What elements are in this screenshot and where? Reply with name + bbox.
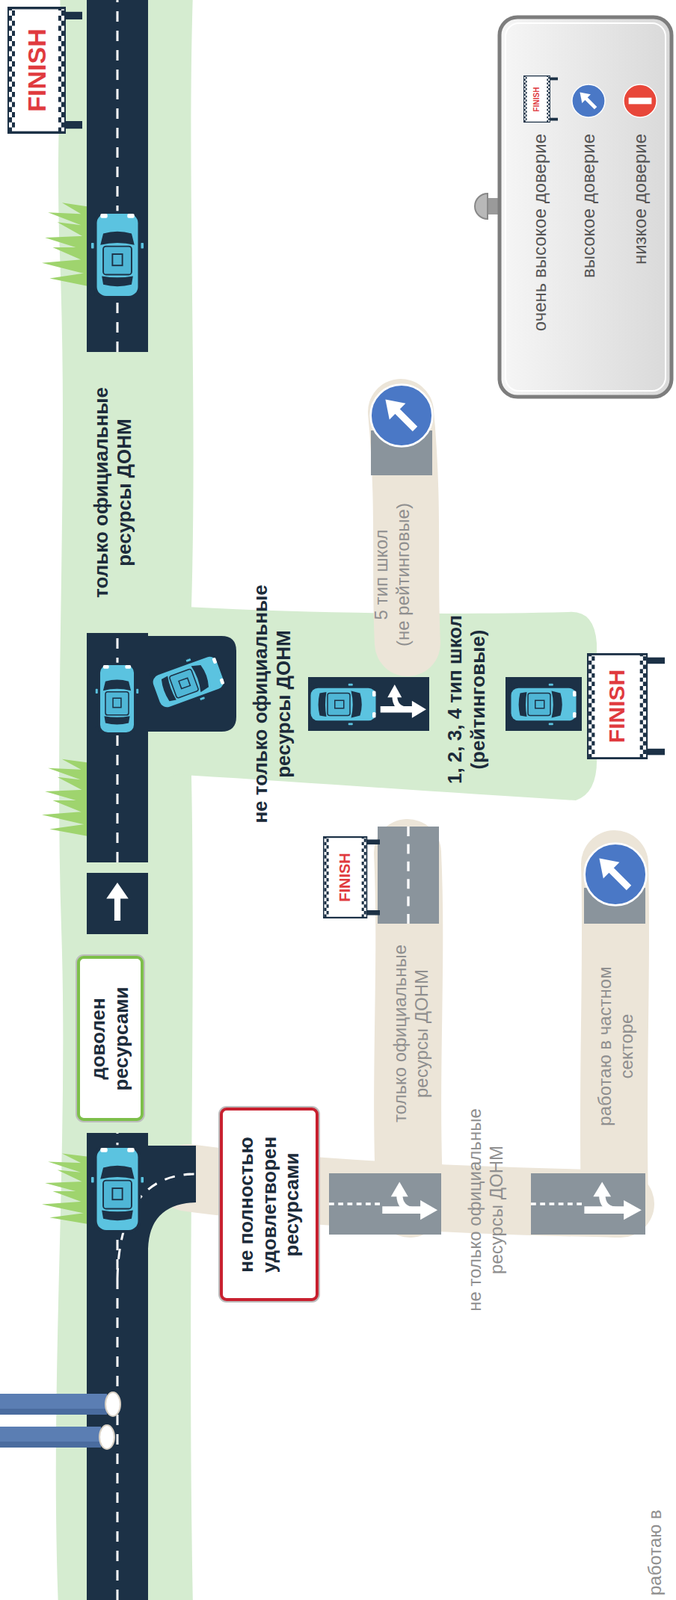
car — [90, 210, 145, 299]
grass — [41, 759, 89, 837]
branch-label: не только официальные ресурсы ДОНМ — [464, 1108, 508, 1312]
branch-label: только официальные ресурсы ДОНМ — [389, 945, 433, 1124]
sign-box: доволен ресурсами — [77, 957, 144, 1123]
blue-sign — [370, 385, 433, 448]
blue-sign — [584, 844, 647, 907]
node-text: не полностью удовлетворен ресурсами — [234, 1137, 304, 1274]
finish-text: FINISH — [21, 28, 53, 112]
person-legs — [0, 1393, 121, 1450]
branch-label: работаю в — [644, 1510, 667, 1597]
finish-text: FINISH — [603, 670, 631, 744]
finish-text: FINISH — [335, 853, 354, 903]
branch-label: работаю в частном секторе — [594, 966, 638, 1127]
main-road — [86, 0, 237, 1600]
grass — [41, 1153, 89, 1225]
legend-text: высокое доверие — [578, 133, 600, 279]
sign-box: не полностью удовлетворен ресурсами — [219, 1108, 319, 1303]
finish-flag — [323, 837, 380, 919]
node-text: доволен ресурсами — [86, 987, 133, 1092]
branch-label: не только официальные ресурсы ДОНМ — [249, 584, 296, 824]
car — [147, 649, 231, 715]
finish-flag — [587, 654, 665, 759]
car — [308, 683, 379, 727]
branch-label: только официальные ресурсы ДОНМ — [89, 387, 137, 599]
car — [94, 663, 140, 736]
grass — [41, 202, 89, 287]
car — [509, 683, 579, 727]
legend-text: низкое доверие — [629, 133, 652, 265]
branch-label: 1, 2, 3, 4 тип школ (рейтинговые) — [443, 615, 490, 785]
beige-paths — [188, 412, 621, 1205]
legend-text: очень высокое доверие — [529, 133, 552, 332]
legend-panel — [474, 17, 672, 398]
faded-road — [329, 430, 646, 1236]
car — [90, 1145, 145, 1234]
finish-text: FINISH — [532, 87, 542, 113]
branch-label: 5 тип школ (не рейтинговые) — [370, 503, 415, 647]
finish-flag — [8, 8, 83, 134]
